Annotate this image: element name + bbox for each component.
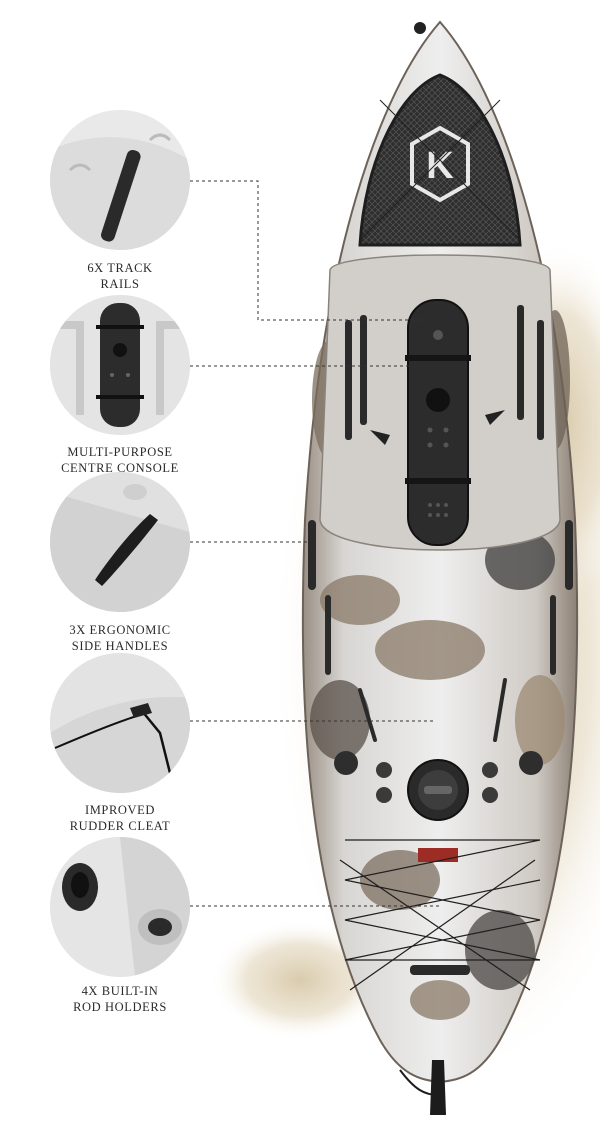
logo-letter: K <box>426 145 454 187</box>
rudder-cleat-icon <box>50 653 190 793</box>
rear-bungee-cords <box>339 839 541 991</box>
rod-holders-line1: 4X BUILT-IN <box>81 984 159 998</box>
stern-rudder <box>430 1060 446 1115</box>
side-handles-line1: 3X ERGONOMIC <box>69 623 171 637</box>
centre-console-icon <box>50 295 190 435</box>
track-rails-line2: RAILS <box>100 277 140 291</box>
side-handle-right <box>565 520 573 590</box>
side-handle-left <box>308 520 316 590</box>
rear-deck-fittings <box>334 751 543 862</box>
rudder-cleat-line2: RUDDER CLEAT <box>69 819 171 833</box>
bow-carry-handle <box>414 22 426 34</box>
track-rails <box>325 305 556 675</box>
centre-console-line2: CENTRE CONSOLE <box>61 461 179 475</box>
rear-carry-handle <box>410 965 470 975</box>
rod-holders-line2: ROD HOLDERS <box>73 1000 167 1014</box>
track-rail-icon <box>50 110 190 250</box>
centre-console-line1: MULTI-PURPOSE <box>67 445 173 459</box>
rod-holder-icon <box>50 837 190 977</box>
track-rails-line1: 6X TRACK <box>87 261 153 275</box>
rudder-cleat-line1: IMPROVED <box>84 803 156 817</box>
kayak-brand-logo <box>410 125 470 203</box>
side-handles-line2: SIDE HANDLES <box>71 639 169 653</box>
side-handle-icon <box>50 472 190 612</box>
